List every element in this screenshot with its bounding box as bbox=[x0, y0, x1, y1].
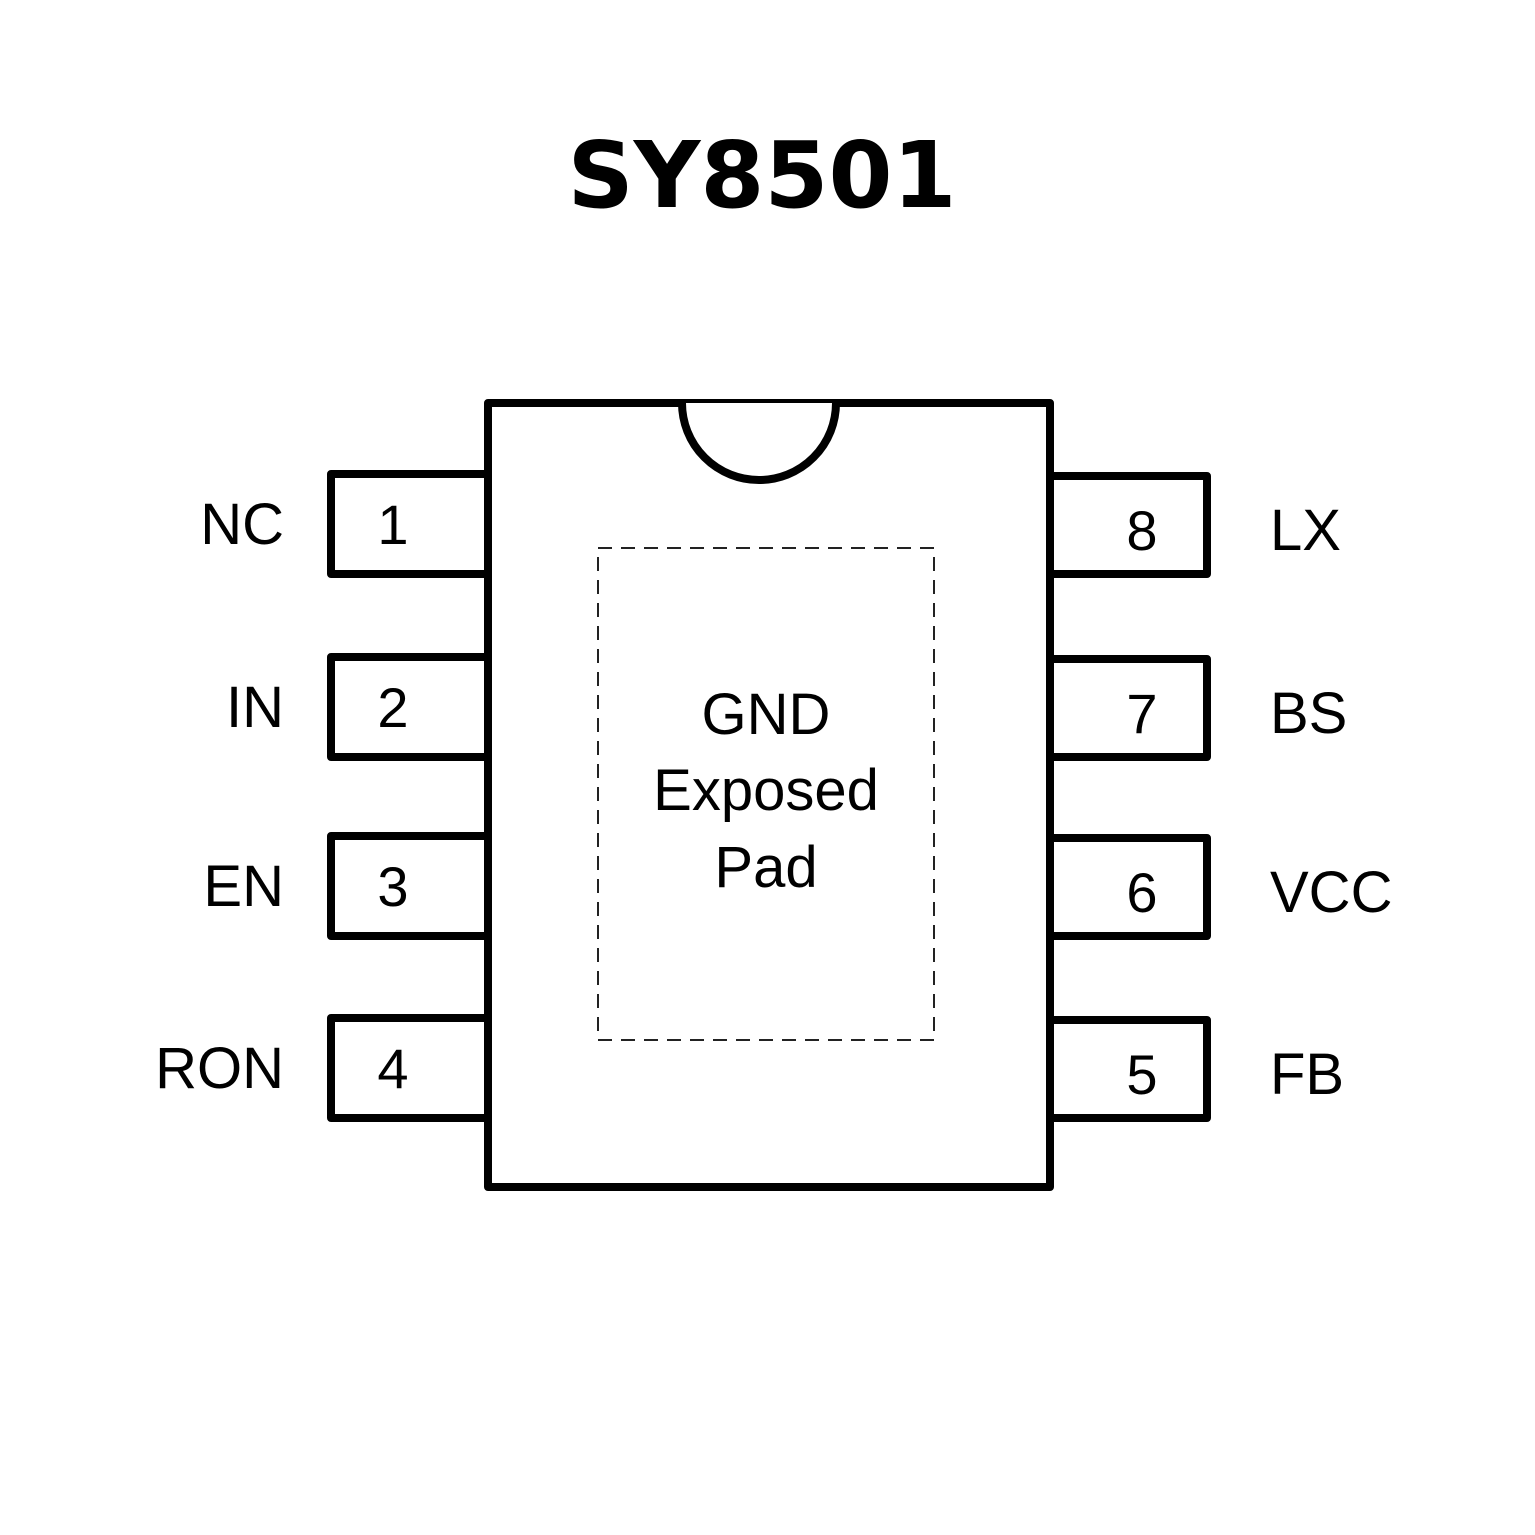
exposed-pad-outline bbox=[597, 547, 935, 1041]
pin-2: 2 IN bbox=[226, 653, 492, 761]
pin-7: 7 BS bbox=[1046, 655, 1347, 761]
pin-3-lead bbox=[327, 832, 492, 940]
pin-number: 5 bbox=[1126, 1043, 1157, 1106]
left-pins: 1 NC 2 IN 3 EN 4 RON bbox=[155, 470, 492, 1122]
pin-1-lead bbox=[327, 470, 492, 578]
exposed-pad-line-3: Pad bbox=[714, 835, 817, 900]
pin-6: 6 VCC bbox=[1046, 834, 1392, 940]
pin-number: 2 bbox=[377, 676, 408, 739]
pin-7-lead bbox=[1046, 655, 1211, 761]
pin-name: LX bbox=[1270, 498, 1341, 563]
pin-name: NC bbox=[200, 492, 284, 557]
pin-name: VCC bbox=[1270, 860, 1392, 925]
pin-number: 4 bbox=[377, 1037, 408, 1100]
pin-4: 4 RON bbox=[155, 1014, 492, 1122]
pin-4-lead bbox=[327, 1014, 492, 1122]
pin-5: 5 FB bbox=[1046, 1016, 1344, 1122]
pin-8: 8 LX bbox=[1046, 472, 1341, 578]
exposed-pad-line-2: Exposed bbox=[653, 758, 879, 823]
pin-number: 1 bbox=[377, 493, 408, 556]
pin-name: BS bbox=[1270, 681, 1347, 746]
pin-8-lead bbox=[1046, 472, 1211, 578]
right-pins: 8 LX 7 BS 6 VCC 5 FB bbox=[1046, 472, 1392, 1122]
pin-number: 7 bbox=[1126, 682, 1157, 745]
pin-number: 3 bbox=[377, 855, 408, 918]
pin-1: 1 NC bbox=[200, 470, 492, 578]
pin-name: RON bbox=[155, 1036, 284, 1101]
chip-title: SY8501 bbox=[568, 122, 957, 229]
pin-2-lead bbox=[327, 653, 492, 761]
pin-name: EN bbox=[203, 854, 284, 919]
pin-name: FB bbox=[1270, 1042, 1344, 1107]
pin-number: 6 bbox=[1126, 861, 1157, 924]
pin-6-lead bbox=[1046, 834, 1211, 940]
exposed-pad-line-1: GND bbox=[702, 682, 831, 747]
pin-name: IN bbox=[226, 675, 284, 740]
pin-5-lead bbox=[1046, 1016, 1211, 1122]
pin1-notch bbox=[678, 399, 840, 484]
pin-number: 8 bbox=[1126, 499, 1157, 562]
pin-3: 3 EN bbox=[203, 832, 492, 940]
